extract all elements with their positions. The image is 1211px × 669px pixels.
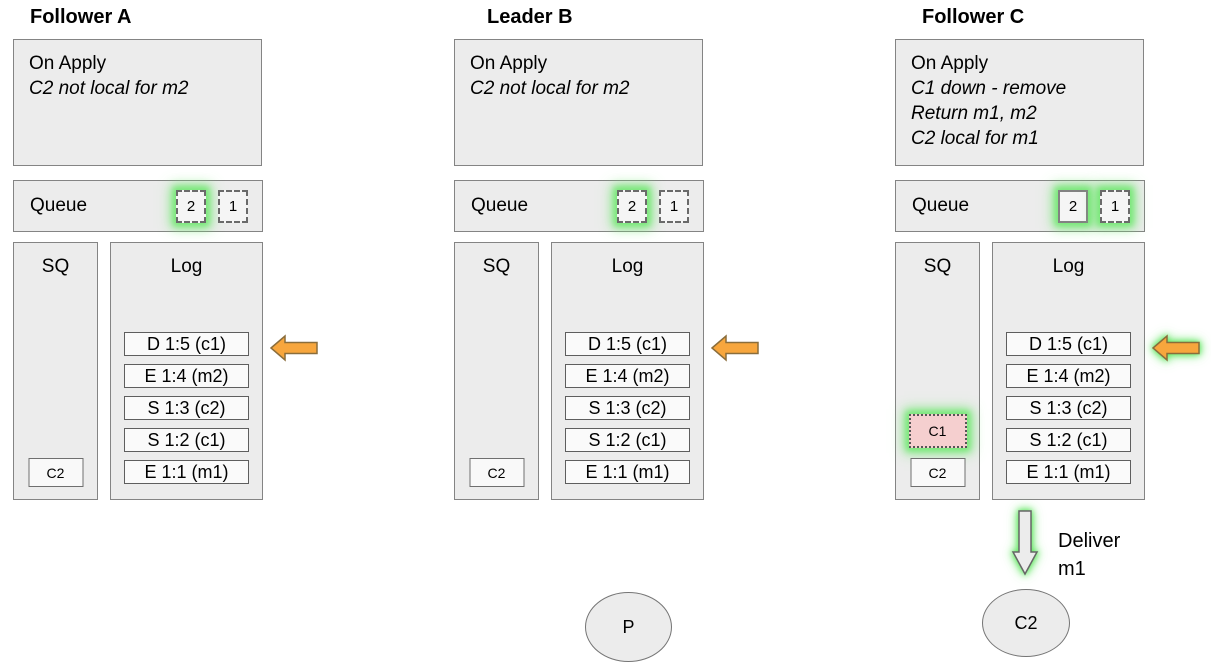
- on-apply-note: C2 not local for m2: [29, 78, 189, 99]
- log-entry: E 1:4 (m2): [1006, 364, 1131, 388]
- queue-label: Queue: [471, 195, 529, 216]
- log-entries: D 1:5 (c1) E 1:4 (m2) S 1:3 (c2) S 1:2 (…: [1006, 332, 1131, 484]
- log-entry: E 1:1 (m1): [565, 460, 690, 484]
- on-apply-note: C2 not local for m2: [470, 78, 630, 99]
- sq-item-c1-removed: C1: [908, 414, 967, 448]
- deliver-down-arrow-icon: [1011, 510, 1039, 576]
- sq-header: SQ: [41, 256, 70, 277]
- sq-box: SQ C2: [454, 242, 539, 500]
- log-entry: S 1:2 (c1): [1006, 428, 1131, 452]
- on-apply-note: Return m1, m2: [911, 103, 1037, 124]
- sq-item-c2: C2: [469, 458, 524, 487]
- deliver-label-line2: m1: [1058, 558, 1086, 580]
- node-column-leader-b: Leader B On Apply C2 not local for m2 Qu…: [454, 0, 759, 669]
- deliver-label: Deliver m1: [1058, 527, 1120, 583]
- log-entries: D 1:5 (c1) E 1:4 (m2) S 1:3 (c2) S 1:2 (…: [124, 332, 249, 484]
- sq-box: SQ C2: [13, 242, 98, 500]
- queue-slot-1: 1: [659, 190, 689, 223]
- node-title-follower-a: Follower A: [30, 6, 132, 28]
- log-box: Log D 1:5 (c1) E 1:4 (m2) S 1:3 (c2) S 1…: [110, 242, 263, 500]
- node-title-follower-c: Follower C: [922, 6, 1025, 28]
- node-title-leader-b: Leader B: [487, 6, 573, 28]
- queue-box: Queue 2 1: [13, 180, 263, 232]
- on-apply-note: C2 local for m1: [911, 128, 1039, 149]
- on-apply-box: On Apply C2 not local for m2: [13, 39, 262, 166]
- log-entries: D 1:5 (c1) E 1:4 (m2) S 1:3 (c2) S 1:2 (…: [565, 332, 690, 484]
- deliver-label-line1: Deliver: [1058, 530, 1121, 552]
- sq-box: SQ C1 C2: [895, 242, 980, 500]
- apply-pointer-left-arrow-icon: [1152, 334, 1200, 362]
- node-column-follower-c: Follower C On Apply C1 down - remove Ret…: [895, 0, 1200, 669]
- sq-header: SQ: [923, 256, 952, 277]
- log-entry: E 1:1 (m1): [1006, 460, 1131, 484]
- on-apply-header: On Apply: [470, 53, 548, 74]
- node-column-follower-a: Follower A On Apply C2 not local for m2 …: [13, 0, 318, 669]
- queue-box: Queue 2 1: [895, 180, 1145, 232]
- on-apply-note: C1 down - remove: [911, 78, 1067, 99]
- on-apply-header: On Apply: [29, 53, 107, 74]
- queue-slot-1: 1: [218, 190, 248, 223]
- sq-item-c2: C2: [910, 458, 965, 487]
- queue-slot-2: 2: [176, 190, 206, 223]
- log-box: Log D 1:5 (c1) E 1:4 (m2) S 1:3 (c2) S 1…: [992, 242, 1145, 500]
- log-entry: S 1:2 (c1): [565, 428, 690, 452]
- on-apply-box: On Apply C1 down - remove Return m1, m2 …: [895, 39, 1144, 166]
- queue-label: Queue: [912, 195, 970, 216]
- log-entry: S 1:3 (c2): [565, 396, 690, 420]
- log-entry: D 1:5 (c1): [124, 332, 249, 356]
- log-entry: D 1:5 (c1): [1006, 332, 1131, 356]
- log-header: Log: [611, 256, 644, 277]
- on-apply-box: On Apply C2 not local for m2: [454, 39, 703, 166]
- log-entry: S 1:3 (c2): [1006, 396, 1131, 420]
- log-entry: D 1:5 (c1): [565, 332, 690, 356]
- sq-item-c2: C2: [28, 458, 83, 487]
- sq-header: SQ: [482, 256, 511, 277]
- apply-pointer-left-arrow-icon: [711, 334, 759, 362]
- queue-slot-1: 1: [1100, 190, 1130, 223]
- log-header: Log: [170, 256, 203, 277]
- queue-label: Queue: [30, 195, 88, 216]
- log-entry: E 1:1 (m1): [124, 460, 249, 484]
- consumer-c2-node: C2: [982, 589, 1070, 657]
- on-apply-header: On Apply: [911, 53, 989, 74]
- log-header: Log: [1052, 256, 1085, 277]
- consumer-c2-node-label: C2: [1014, 612, 1038, 633]
- producer-node-label: P: [622, 616, 635, 637]
- log-box: Log D 1:5 (c1) E 1:4 (m2) S 1:3 (c2) S 1…: [551, 242, 704, 500]
- queue-box: Queue 2 1: [454, 180, 704, 232]
- log-entry: E 1:4 (m2): [565, 364, 690, 388]
- queue-slot-2: 2: [617, 190, 647, 223]
- log-entry: S 1:2 (c1): [124, 428, 249, 452]
- queue-slot-2: 2: [1058, 190, 1088, 223]
- log-entry: E 1:4 (m2): [124, 364, 249, 388]
- apply-pointer-left-arrow-icon: [270, 334, 318, 362]
- producer-node: P: [585, 592, 672, 662]
- log-entry: S 1:3 (c2): [124, 396, 249, 420]
